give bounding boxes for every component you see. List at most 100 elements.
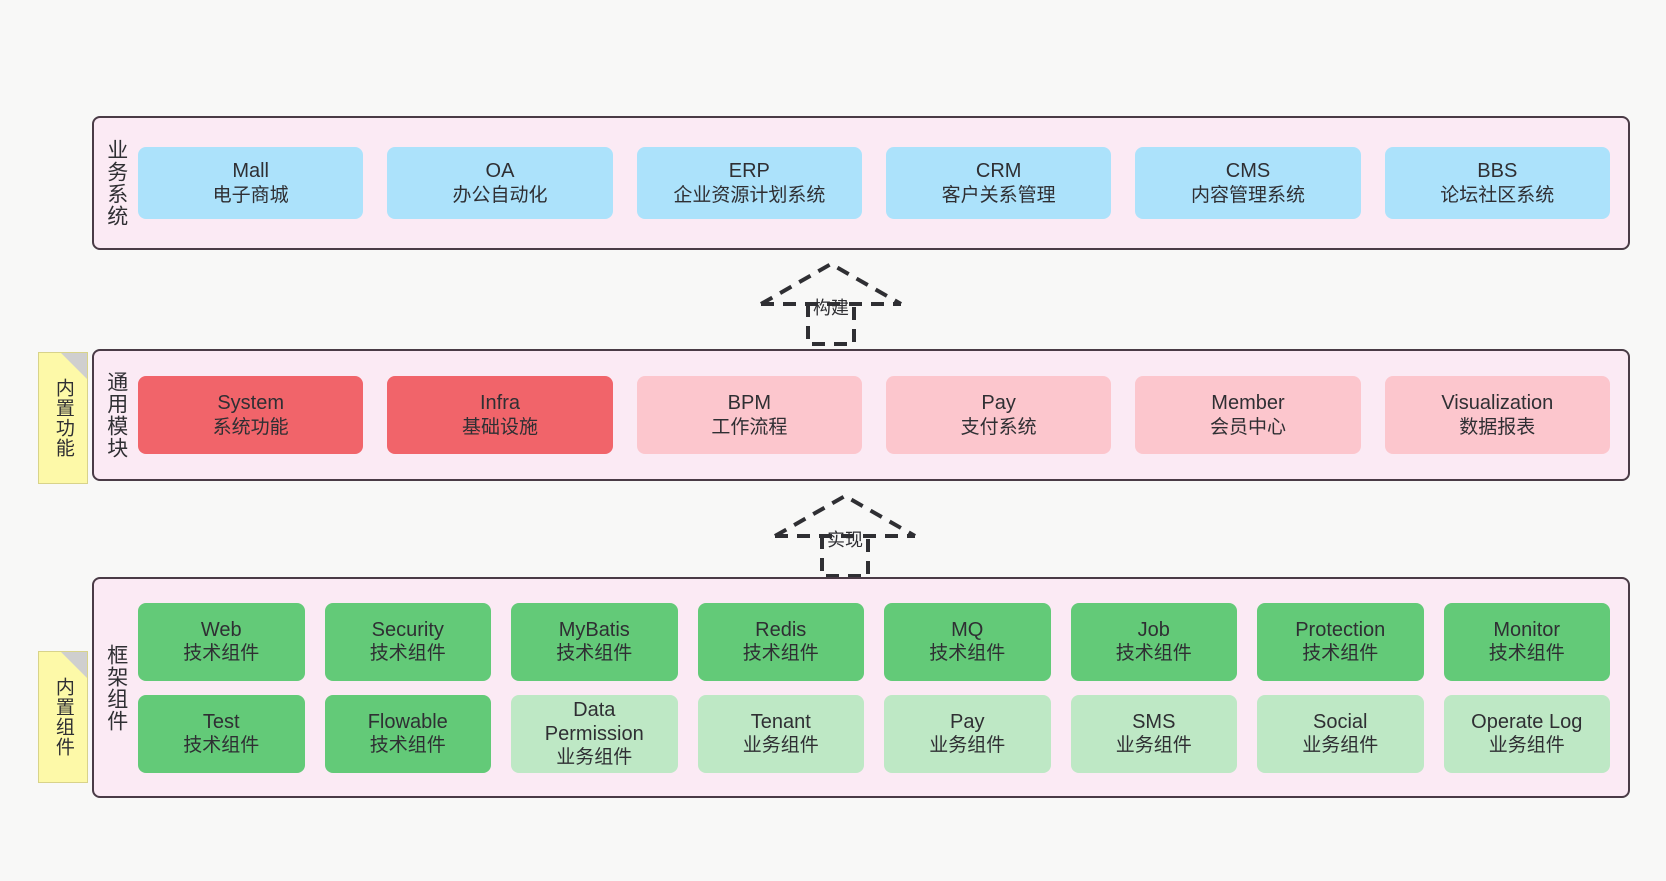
card-pay-component[interactable]: Pay 业务组件: [884, 694, 1051, 773]
card-flowable[interactable]: Flowable 技术组件: [324, 694, 491, 773]
card-subtitle: 电子商城: [212, 184, 289, 206]
card-title: Redis: [755, 618, 807, 641]
card-infra[interactable]: Infra 基础设施: [387, 376, 613, 454]
card-subtitle: 工作流程: [711, 416, 788, 438]
card-visualization[interactable]: Visualization 数据报表: [1384, 376, 1610, 454]
card-subtitle: 基础设施: [461, 416, 538, 438]
card-title: Monitor: [1493, 618, 1561, 641]
card-subtitle: 系统功能: [212, 416, 289, 438]
connector-build-arrow: [760, 261, 902, 346]
card-title: Operate Log: [1471, 710, 1583, 733]
card-subtitle: 业务组件: [1115, 735, 1192, 757]
card-subtitle: 技术组件: [1488, 643, 1565, 665]
card-subtitle: 论坛社区系统: [1440, 184, 1555, 206]
card-mybatis[interactable]: MyBatis 技术组件: [511, 602, 678, 681]
card-mall[interactable]: Mall 电子商城: [138, 147, 364, 219]
card-title: Tenant: [750, 710, 811, 733]
card-subtitle: 技术组件: [1115, 643, 1192, 665]
card-subtitle: 技术组件: [1302, 643, 1379, 665]
page-fold-icon: [61, 652, 87, 678]
card-title: OA: [485, 160, 515, 183]
card-subtitle: 支付系统: [960, 416, 1037, 438]
card-test[interactable]: Test 技术组件: [138, 694, 305, 773]
card-title: Social: [1313, 710, 1368, 733]
card-row: Test 技术组件 Flowable 技术组件 Data Permission …: [138, 694, 1610, 773]
card-redis[interactable]: Redis 技术组件: [697, 602, 864, 681]
card-title: CMS: [1225, 160, 1271, 183]
connector-build-label: 构建: [813, 298, 849, 318]
connector-implement: 实现: [770, 490, 920, 578]
sticky-note-text: 内置组件: [52, 677, 74, 757]
card-title: Mall: [232, 160, 269, 183]
layer-body-business-system: Mall 电子商城 OA 办公自动化 ERP 企业资源计划系统 CRM 客户关系…: [138, 118, 1628, 248]
card-social[interactable]: Social 业务组件: [1257, 694, 1424, 773]
card-job[interactable]: Job 技术组件: [1070, 602, 1237, 681]
card-member[interactable]: Member 会员中心: [1135, 376, 1361, 454]
card-subtitle: 内容管理系统: [1190, 184, 1305, 206]
card-title: Flowable: [367, 710, 448, 733]
card-title: Pay: [950, 710, 985, 733]
card-row: Web 技术组件 Security 技术组件 MyBatis 技术组件 Redi…: [138, 602, 1610, 681]
card-title: ERP: [728, 160, 770, 183]
card-subtitle: 业务组件: [742, 735, 819, 757]
card-row: Mall 电子商城 OA 办公自动化 ERP 企业资源计划系统 CRM 客户关系…: [138, 147, 1610, 219]
card-title: Protection: [1295, 618, 1386, 641]
connector-build: 构建: [756, 258, 906, 346]
card-subtitle: 技术组件: [183, 735, 260, 757]
card-bbs[interactable]: BBS 论坛社区系统: [1384, 147, 1610, 219]
card-protection[interactable]: Protection 技术组件: [1257, 602, 1424, 681]
card-mq[interactable]: MQ 技术组件: [884, 602, 1051, 681]
card-subtitle: 业务组件: [929, 735, 1006, 757]
card-subtitle: 技术组件: [369, 735, 446, 757]
card-oa[interactable]: OA 办公自动化: [387, 147, 613, 219]
card-title: Data Permission: [544, 698, 644, 745]
connector-implement-arrow: [774, 493, 916, 578]
card-system[interactable]: System 系统功能: [138, 376, 364, 454]
layer-framework-component: 框架组件 Web 技术组件 Security 技术组件 MyBatis 技术组件…: [92, 577, 1630, 798]
layer-label-framework-component: 框架组件: [104, 643, 128, 732]
card-title: MyBatis: [558, 618, 630, 641]
card-title: Pay: [981, 392, 1016, 415]
card-subtitle: 客户关系管理: [941, 184, 1056, 206]
card-subtitle: 企业资源计划系统: [673, 184, 826, 206]
card-subtitle: 技术组件: [556, 643, 633, 665]
card-subtitle: 办公自动化: [452, 184, 548, 206]
card-sms[interactable]: SMS 业务组件: [1070, 694, 1237, 773]
layer-label-business-system: 业务系统: [104, 139, 128, 227]
sticky-note-builtin-function: 内置功能: [38, 352, 88, 484]
card-data-permission[interactable]: Data Permission 业务组件: [511, 694, 678, 773]
card-title: BBS: [1477, 160, 1518, 183]
card-title: Test: [202, 710, 240, 733]
card-bpm[interactable]: BPM 工作流程: [636, 376, 862, 454]
card-title: Web: [200, 618, 242, 641]
card-subtitle: 业务组件: [556, 747, 633, 769]
sticky-note-builtin-component: 内置组件: [38, 651, 88, 783]
card-title: SMS: [1132, 710, 1176, 733]
card-subtitle: 业务组件: [1488, 735, 1565, 757]
card-title: Infra: [479, 392, 520, 415]
card-web[interactable]: Web 技术组件: [138, 602, 305, 681]
card-subtitle: 技术组件: [929, 643, 1006, 665]
card-erp[interactable]: ERP 企业资源计划系统: [636, 147, 862, 219]
card-cms[interactable]: CMS 内容管理系统: [1135, 147, 1361, 219]
card-row: System 系统功能 Infra 基础设施 BPM 工作流程 Pay 支付系统…: [138, 376, 1610, 454]
card-monitor[interactable]: Monitor 技术组件: [1443, 602, 1610, 681]
layer-business-system: 业务系统 Mall 电子商城 OA 办公自动化 ERP 企业资源计划系统 CRM…: [92, 116, 1630, 250]
card-crm[interactable]: CRM 客户关系管理: [885, 147, 1112, 219]
card-security[interactable]: Security 技术组件: [324, 602, 491, 681]
card-subtitle: 技术组件: [742, 643, 819, 665]
card-subtitle: 会员中心: [1209, 416, 1286, 438]
card-operate-log[interactable]: Operate Log 业务组件: [1443, 694, 1610, 773]
card-title: CRM: [975, 160, 1022, 183]
connector-implement-label: 实现: [827, 530, 863, 550]
layer-label-common-module: 通用模块: [104, 371, 128, 459]
card-title: Member: [1211, 392, 1285, 415]
layer-body-framework-component: Web 技术组件 Security 技术组件 MyBatis 技术组件 Redi…: [138, 579, 1628, 796]
card-tenant[interactable]: Tenant 业务组件: [697, 694, 864, 773]
card-subtitle: 技术组件: [183, 643, 260, 665]
card-pay[interactable]: Pay 支付系统: [885, 376, 1112, 454]
page-fold-icon: [61, 353, 87, 379]
sticky-note-text: 内置功能: [52, 378, 74, 458]
layer-common-module: 通用模块 System 系统功能 Infra 基础设施 BPM 工作流程 Pay…: [92, 349, 1630, 481]
